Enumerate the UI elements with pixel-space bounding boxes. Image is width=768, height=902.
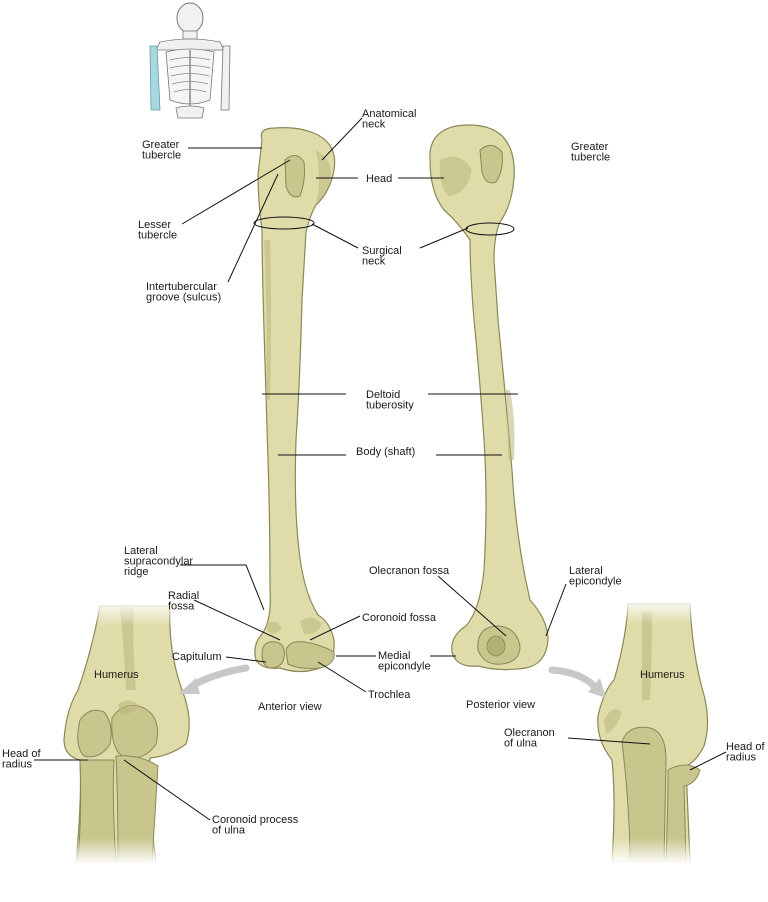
label-line: epicondyle [378,661,431,673]
label-line: Radial [168,590,199,602]
label-line: Humerus [640,669,685,681]
posterior-humerus [429,124,549,671]
label-line: of ulna [212,825,246,837]
label-coronoid-fossa: Coronoid fossa [362,612,437,624]
label-line: supracondylar [124,556,193,568]
anterior-elbow-closeup [60,600,190,864]
label-olecranon-fossa: Olecranon fossa [369,565,450,577]
label-line: Coronoid process [212,814,299,826]
view-caption-posterior: Posterior view [466,699,535,711]
label-line: ridge [124,566,148,578]
label-line: Lateral [569,565,603,577]
label-line: Lateral [124,545,158,557]
label-line: Surgical [362,245,402,257]
label-line: Anatomical [362,108,416,120]
label-line: fossa [168,601,195,613]
label-trochlea: Trochlea [368,689,411,701]
posterior-elbow-closeup [594,598,714,864]
label-line: tubercle [138,230,177,242]
label-line: Olecranon fossa [369,565,450,577]
label-line: Head of [726,741,765,753]
label-line: tuberosity [366,400,414,412]
label-humerus-left: Humerus [94,669,139,681]
label-line: Coronoid fossa [362,612,437,624]
label-line: of ulna [504,738,538,750]
label-line: tubercle [571,152,610,164]
label-line: Capitulum [172,651,222,663]
label-line: tubercle [142,150,181,162]
arrow-to-anterior-closeup-icon [178,664,250,694]
anterior-humerus [253,127,336,673]
label-line: neck [362,256,386,268]
label-line: Greater [571,141,609,153]
label-line: Olecranon [504,727,555,739]
label-line: radius [2,759,32,771]
label-line: Medial [378,650,410,662]
label-head: Head [366,173,392,185]
label-line: Body (shaft) [356,446,415,458]
arrow-to-posterior-closeup-icon [548,666,606,698]
label-line: neck [362,119,386,131]
skeleton-thumbnail-icon [149,2,231,119]
leader-lines [34,117,727,821]
label-line: Humerus [94,669,139,681]
label-line: Lesser [138,219,171,231]
view-caption-anterior: Anterior view [258,701,322,713]
label-line: Greater [142,139,180,151]
label-line: Deltoid [366,389,400,401]
label-humerus-right: Humerus [640,669,685,681]
label-line: epicondyle [569,576,622,588]
label-capitulum: Capitulum [172,651,222,663]
label-line: groove (sulcus) [146,292,221,304]
label-line: Head [366,173,392,185]
label-line: Head of [2,748,41,760]
label-line: radius [726,752,756,764]
label-line: Intertubercular [146,281,217,293]
label-body-shaft: Body (shaft) [356,446,415,458]
label-line: Trochlea [368,689,411,701]
